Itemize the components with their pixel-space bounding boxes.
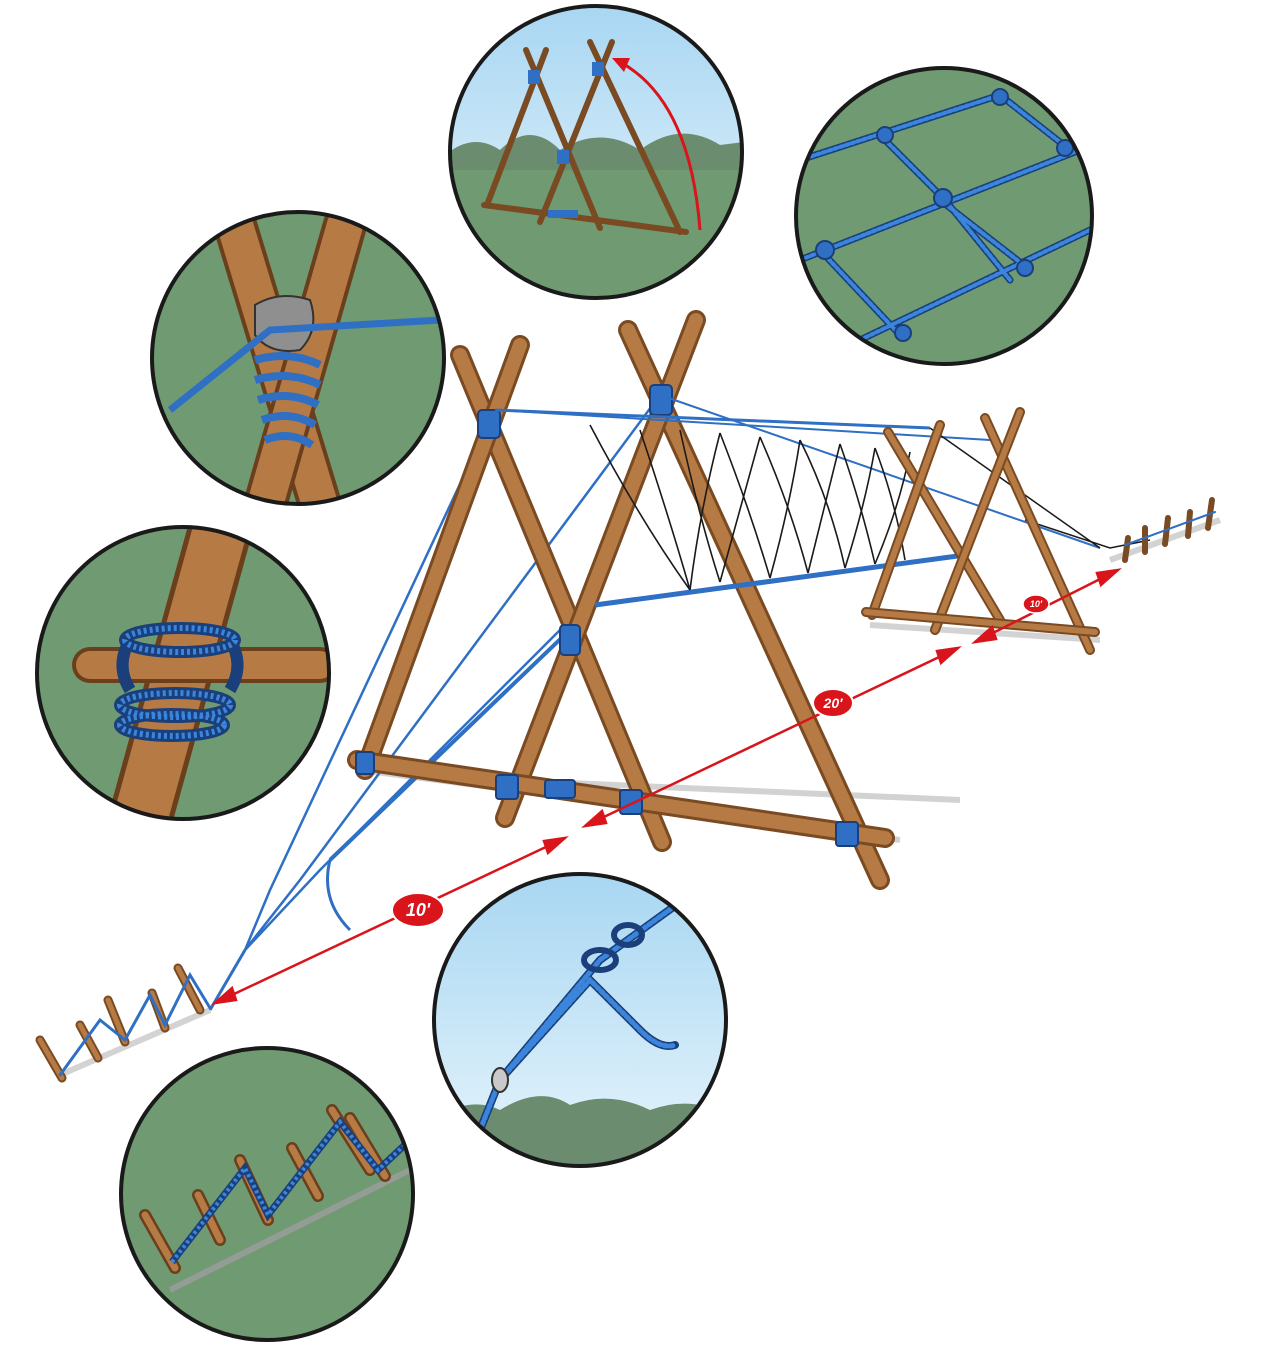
- inset-square-lashing: [35, 525, 331, 821]
- net-knots-icon: [796, 68, 1092, 364]
- dimension-label-back: 10': [1022, 594, 1050, 614]
- dimension-badge: [391, 892, 445, 928]
- dimension-label-front: 10': [391, 892, 445, 928]
- raising-frames-icon: [450, 6, 742, 298]
- front-stakes: [35, 963, 212, 1083]
- back-stakes: [1122, 497, 1216, 563]
- main-structure: [35, 310, 1222, 1083]
- dimension-badge: [812, 688, 854, 718]
- inset-net-knots: [794, 66, 1094, 366]
- dimension-badge: [1022, 594, 1050, 614]
- stake-anchor-icon: [121, 1048, 413, 1340]
- dimension-lines: [211, 568, 1122, 1005]
- inset-shear-lashing: [150, 210, 446, 506]
- dimension-label-middle: 20': [812, 688, 854, 718]
- inset-raising-frames: [448, 4, 744, 300]
- inset-rope-tackle: [432, 872, 728, 1168]
- front-lashings: [355, 384, 859, 847]
- inset-stake-anchor: [119, 1046, 415, 1342]
- rope-tackle-icon: [434, 874, 726, 1166]
- dimension-label-text: 20': [823, 695, 844, 711]
- dimension-label-text: 10': [406, 900, 431, 920]
- square-lashing-icon: [37, 527, 329, 819]
- net: [494, 394, 1151, 608]
- back-frame: [861, 407, 1100, 655]
- shear-lashing-icon: [152, 212, 444, 504]
- dimension-label-text: 10': [1030, 599, 1043, 609]
